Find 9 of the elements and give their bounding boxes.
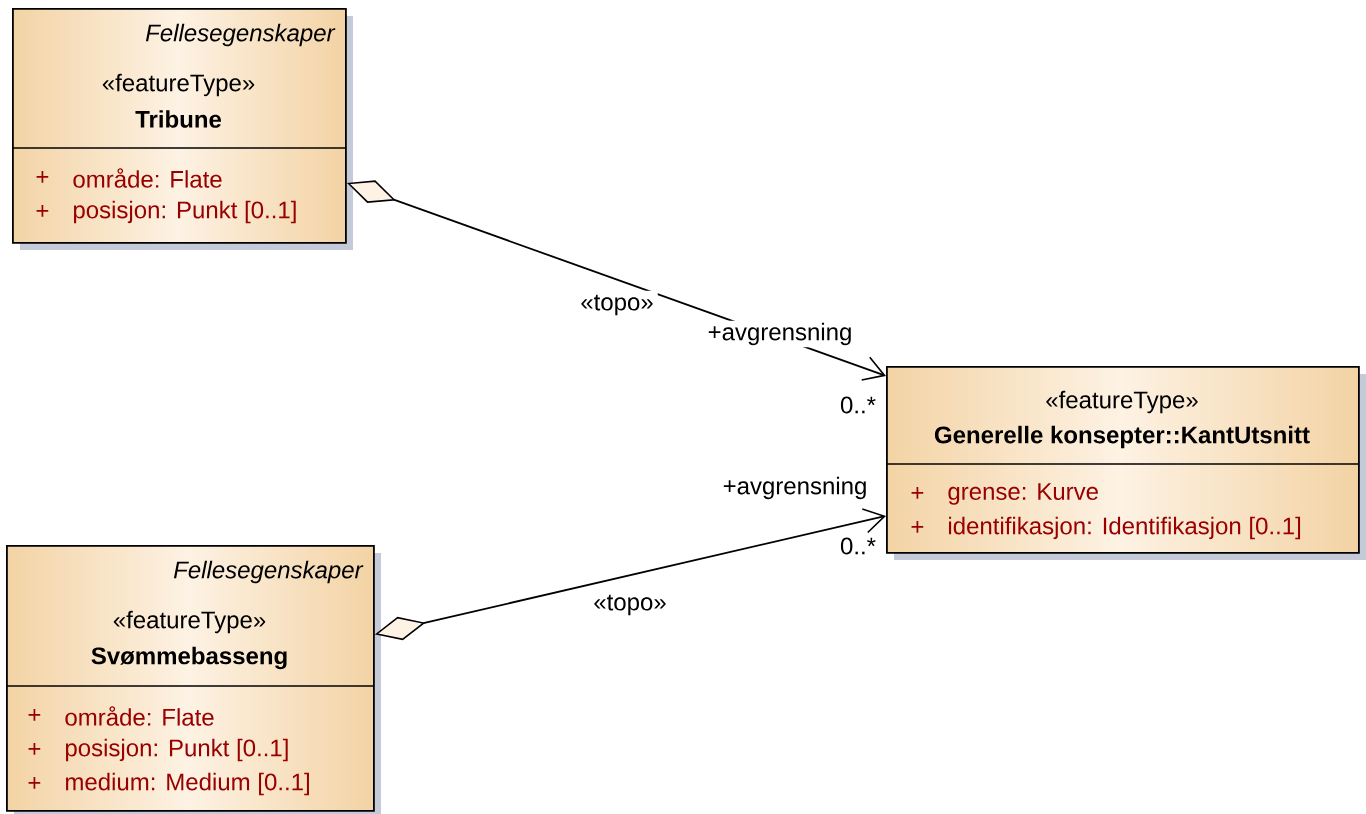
- class-box: Fellesegenskaper «featureType» Svømmebasseng + område: Flate + posisjon: Punkt [0..1] + medium: Medium [0..1]: [5, 545, 381, 814]
- class-box: Fellesegenskaper «featureType» Tribune + område: Flate + posisjon: Punkt [0..1]: [11, 8, 353, 250]
- edge-label: «topo»: [576, 290, 658, 320]
- role-name: +avgrensning: [705, 320, 855, 348]
- class-box: «featureType» Generelle konsepter::KantUtsnitt + grense: Kurve + identifikasjon: Identifikasjon [0..1]: [885, 366, 1366, 560]
- role-name: +avgrensning: [720, 474, 870, 502]
- edge-label: «topo»: [589, 590, 671, 620]
- multiplicity: 0..*: [838, 394, 878, 416]
- multiplicity: 0..*: [838, 535, 878, 557]
